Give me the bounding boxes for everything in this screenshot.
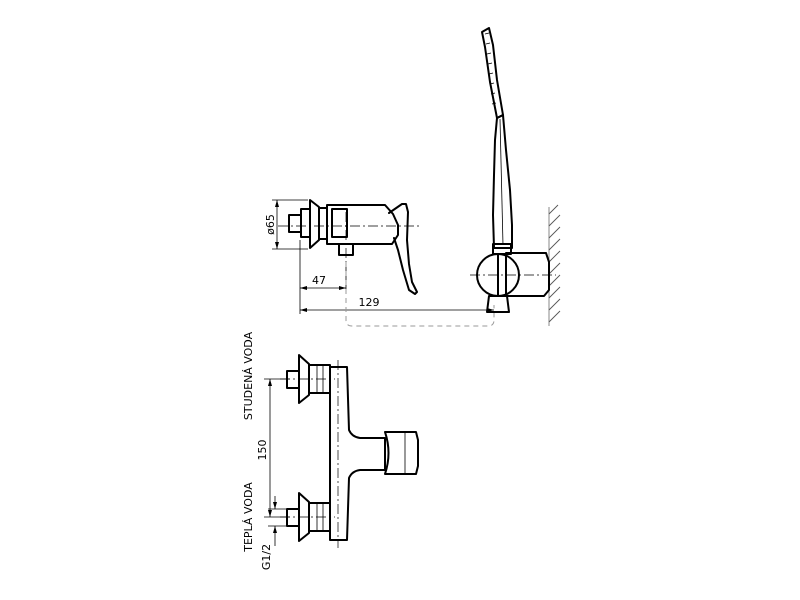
side-cover-rosette [309, 199, 320, 249]
hose-hidden-line [345, 262, 495, 327]
side-view: ø65 47 129 [264, 199, 495, 327]
dim-g12-arrows [273, 502, 277, 533]
dim-129-text: 129 [359, 296, 380, 309]
side-eccentric [288, 214, 302, 233]
front-top-rosette [298, 354, 310, 404]
cold-water-label: STUDENÁ VODA [242, 331, 255, 420]
hot-water-label: TEPLÁ VODA [242, 482, 255, 553]
front-view: 150 G1/2 STUDENÁ VODA TEPLÁ VODA [242, 331, 419, 570]
dim-d65-text: ø65 [264, 214, 277, 235]
shower-handle-edge [499, 118, 504, 246]
shower-head-nozzles [484, 32, 497, 105]
dim-g12-text: G1/2 [260, 544, 273, 570]
side-nut [318, 207, 328, 240]
front-bottom-eccentric [286, 508, 300, 527]
side-lever [388, 203, 418, 295]
dim-150-text: 150 [256, 440, 269, 461]
hand-shower-set [470, 27, 561, 326]
dim-47-text: 47 [312, 274, 326, 287]
side-mixer-body [326, 204, 399, 245]
wall-hatching [548, 204, 561, 323]
front-mixer-body [329, 366, 386, 541]
front-top-eccentric [286, 370, 300, 389]
side-flange [300, 208, 311, 238]
side-body-window [331, 208, 348, 238]
front-bottom-rosette [298, 492, 310, 542]
front-lever-cap [384, 431, 419, 475]
hose-nut [486, 295, 510, 313]
